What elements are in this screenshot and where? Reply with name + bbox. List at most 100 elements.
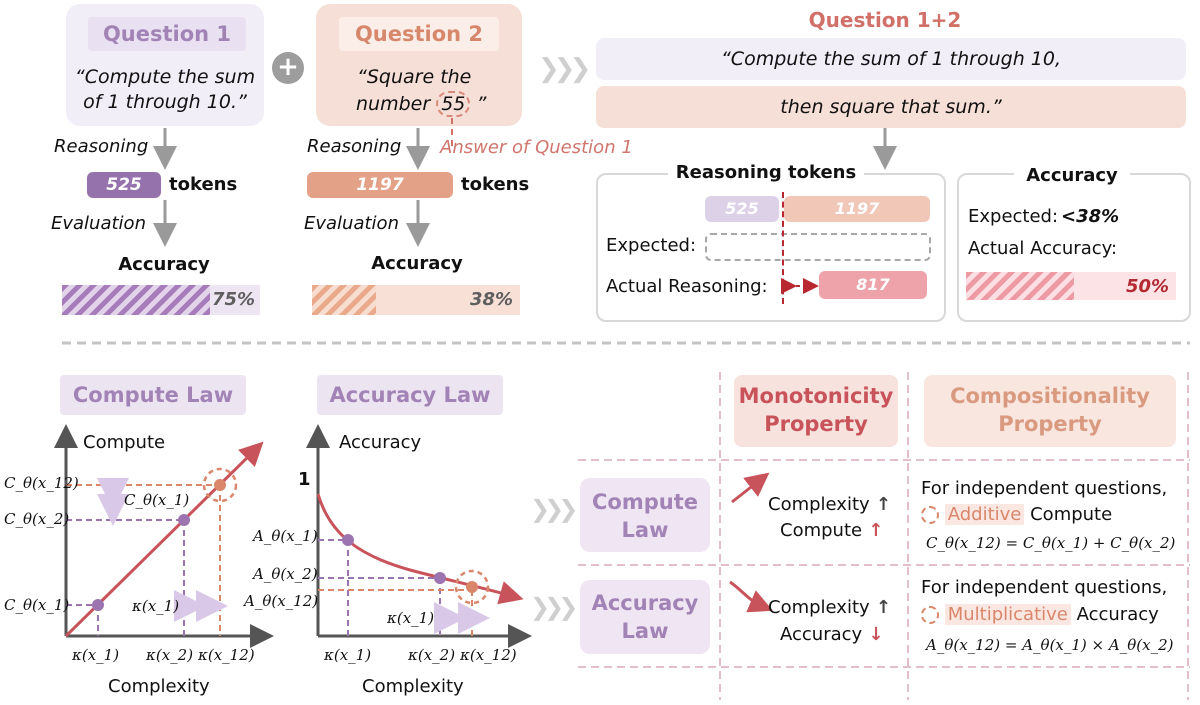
question12-line2-box bbox=[596, 86, 1186, 128]
q2-number-word: number bbox=[356, 93, 431, 115]
q1-reasoning-label: Reasoning bbox=[54, 136, 149, 157]
accuracy-xtick-k12: κ(x_12) bbox=[460, 646, 517, 664]
question2-text-line2: number 55 ” bbox=[356, 91, 486, 117]
accuracy-law-ylabel: Accuracy bbox=[339, 432, 422, 453]
rp-bar-1197: 1197 bbox=[784, 196, 930, 222]
question12-line2: then square that sum.” bbox=[780, 96, 1002, 118]
compute-xtick-k1: κ(x_1) bbox=[72, 646, 120, 664]
accuracy-ytick-a1: A_θ(x_1) bbox=[253, 527, 318, 545]
compute-ytick-c2: C_θ(x_2) bbox=[4, 510, 70, 528]
mono-header-box bbox=[734, 375, 898, 447]
accuracy-law-plot bbox=[306, 424, 532, 648]
row1-law-line1: Compute bbox=[592, 490, 698, 514]
answer-link-line bbox=[451, 118, 453, 146]
row2-law-line1: Accuracy bbox=[591, 591, 699, 615]
mono-up-arrow bbox=[731, 472, 770, 504]
ap-actual-value: 50% bbox=[1126, 276, 1170, 297]
row1-law-line2: Law bbox=[621, 518, 669, 542]
chevrons-icon-row2: ❯❯❯ bbox=[530, 593, 578, 621]
question1-text-line1: “Compute the sum bbox=[74, 66, 256, 88]
multiplicative-tail: Accuracy bbox=[1076, 604, 1159, 625]
q2-reasoning-label: Reasoning bbox=[307, 136, 402, 157]
plus-icon: + bbox=[272, 52, 304, 84]
q2-close-quote: ” bbox=[476, 93, 487, 115]
compute-law-title: Compute Law bbox=[60, 375, 246, 415]
row2-mono-line2: Accuracy ↓ bbox=[780, 624, 884, 645]
accuracy-law-xlabel: Complexity bbox=[362, 676, 464, 697]
row2-comp-line1: For independent questions, bbox=[921, 577, 1168, 598]
row1-formula: C_θ(x_12) = C_θ(x_1) + C_θ(x_2) bbox=[926, 534, 1176, 552]
q1-tokens-pill: 525 bbox=[87, 172, 161, 198]
compute-xtick-k2: κ(x_2) bbox=[146, 646, 194, 664]
compute-annot-c1: C_θ(x_1) bbox=[124, 491, 190, 509]
row2-law-box bbox=[580, 580, 710, 654]
compute-law-plot bbox=[54, 424, 274, 648]
q2-tokens-label: tokens bbox=[461, 174, 530, 195]
row1-law-box bbox=[580, 478, 710, 552]
compute-ytick-c12: C_θ(x_12) bbox=[4, 474, 79, 492]
row2-mono-line1: Complexity ↑ bbox=[768, 597, 892, 618]
q2-accuracy-value: 38% bbox=[470, 289, 514, 310]
multiplicative-dashed-circle-icon bbox=[921, 606, 939, 624]
compute-law-ylabel: Compute bbox=[83, 432, 166, 453]
rp-expected-label: Expected: bbox=[606, 235, 697, 256]
accuracy-ytick-a12: A_θ(x_12) bbox=[244, 592, 319, 610]
accuracy-law-one: 1 bbox=[298, 469, 311, 490]
answer-of-q1-note: Answer of Question 1 bbox=[440, 137, 633, 158]
q1-accuracy-label: Accuracy bbox=[118, 254, 210, 275]
question12-line1: “Compute the sum of 1 through 10, bbox=[720, 48, 1062, 70]
flow-arrows bbox=[153, 128, 897, 247]
question2-text-line1: “Square the bbox=[357, 66, 472, 88]
row1-mono-line2: Compute ↑ bbox=[780, 520, 884, 541]
q1-evaluation-label: Evaluation bbox=[51, 213, 146, 234]
q1-accuracy-value: 75% bbox=[212, 289, 256, 310]
rp-actual-bar: 817 bbox=[819, 271, 927, 299]
q2-tokens-pill: 1197 bbox=[307, 172, 453, 198]
table-grid bbox=[578, 372, 1190, 700]
ap-expected-label: Expected: bbox=[968, 206, 1059, 227]
mono-header-line2: Property bbox=[764, 412, 868, 436]
reasoning-panel-title: Reasoning tokens bbox=[668, 162, 864, 183]
q2-accuracy-label: Accuracy bbox=[371, 253, 463, 274]
comp-header-box bbox=[924, 375, 1176, 447]
row1-mono-line1: Complexity ↑ bbox=[768, 494, 892, 515]
compute-law-xlabel: Complexity bbox=[108, 676, 210, 697]
q2-number-55: 55 bbox=[436, 91, 471, 117]
multiplicative-keyword: Multiplicative bbox=[944, 604, 1071, 625]
ap-actual-label: Actual Accuracy: bbox=[968, 238, 1118, 259]
row1-comp-line2: Additive Compute bbox=[921, 504, 1112, 525]
accuracy-law-title: Accuracy Law bbox=[317, 375, 503, 415]
comp-header-line2: Property bbox=[998, 412, 1102, 436]
row1-comp-line1: For independent questions, bbox=[921, 478, 1168, 499]
question2-title: Question 2 bbox=[339, 17, 499, 51]
q2-accuracy-bar-fill bbox=[312, 285, 376, 315]
compute-xtick-k12: κ(x_12) bbox=[198, 646, 255, 664]
chevrons-icon: ❯❯❯ bbox=[538, 54, 591, 84]
rp-bar-525: 525 bbox=[705, 196, 779, 222]
rp-expected-dashed-bar bbox=[705, 233, 931, 261]
compute-annot-k1: κ(x_1) bbox=[132, 597, 180, 615]
mono-down-arrow bbox=[729, 580, 774, 613]
accuracy-panel-title: Accuracy bbox=[1014, 165, 1130, 186]
q1-accuracy-bar-fill bbox=[62, 285, 210, 315]
q1-tokens-label: tokens bbox=[169, 174, 238, 195]
compute-ytick-c1: C_θ(x_1) bbox=[4, 596, 70, 614]
rp-actual-label: Actual Reasoning: bbox=[606, 276, 768, 297]
accuracy-ytick-a2: A_θ(x_2) bbox=[253, 565, 318, 583]
row2-law-line2: Law bbox=[621, 619, 669, 643]
chevrons-icon-row1: ❯❯❯ bbox=[530, 495, 578, 523]
q2-evaluation-label: Evaluation bbox=[304, 213, 399, 234]
question12-line1-box bbox=[596, 38, 1186, 80]
rp-divider-line bbox=[782, 192, 784, 304]
additive-keyword: Additive bbox=[944, 504, 1025, 525]
question1-title: Question 1 bbox=[88, 17, 246, 51]
question12-title: Question 1+2 bbox=[808, 8, 962, 32]
ap-accuracy-bar-fill bbox=[966, 272, 1074, 300]
ap-expected-value: <38% bbox=[1061, 206, 1120, 227]
accuracy-xtick-k1: κ(x_1) bbox=[324, 646, 372, 664]
accuracy-xtick-k2: κ(x_2) bbox=[408, 646, 456, 664]
row2-comp-line2: Multiplicative Accuracy bbox=[921, 604, 1159, 625]
additive-tail: Compute bbox=[1030, 504, 1113, 525]
question1-text-line2: of 1 through 10.” bbox=[83, 91, 247, 113]
